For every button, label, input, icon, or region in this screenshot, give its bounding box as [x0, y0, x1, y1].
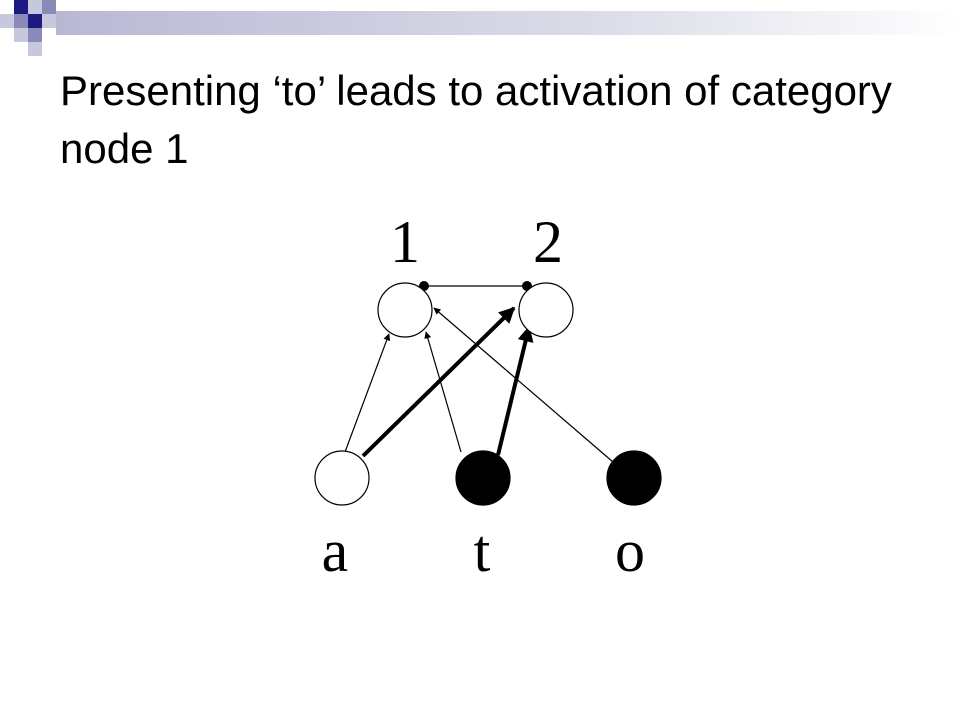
input-label: a — [322, 518, 349, 584]
connection-o-to-1 — [433, 307, 614, 463]
connection-t-to-2 — [496, 325, 534, 456]
deco-square — [0, 14, 14, 28]
deco-square — [28, 14, 42, 28]
deco-square — [14, 0, 28, 14]
category-node-1 — [377, 282, 433, 338]
input-node-o — [606, 450, 662, 506]
connection-a-to-1 — [344, 333, 391, 453]
input-label: o — [615, 518, 645, 584]
deco-square — [14, 28, 28, 42]
deco-square — [14, 14, 28, 28]
connection-t-to-1 — [424, 331, 462, 453]
category-node-2 — [518, 282, 574, 338]
deco-square — [42, 14, 56, 28]
deco-square — [28, 0, 42, 14]
input-node-a — [314, 450, 370, 506]
input-node-t — [455, 450, 511, 506]
category-label: 1 — [390, 209, 420, 275]
header-gradient-bar — [56, 11, 960, 35]
deco-square — [28, 28, 42, 42]
connection-a-to-2 — [361, 306, 516, 458]
input-label: t — [474, 518, 491, 584]
corner-decoration — [0, 0, 960, 56]
deco-square — [42, 0, 56, 14]
deco-square — [28, 42, 42, 56]
category-label: 2 — [533, 209, 563, 275]
slide-title: Presenting ‘to’ leads to activation of c… — [60, 67, 892, 172]
